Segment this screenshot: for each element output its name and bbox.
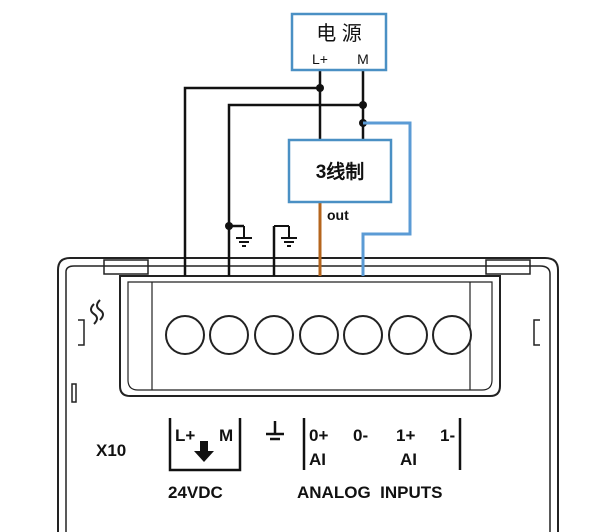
power-supply-box: 电 源 L+ M bbox=[290, 12, 388, 72]
screw-terminal bbox=[209, 315, 249, 355]
screw-terminal bbox=[299, 315, 339, 355]
junction-dot bbox=[316, 84, 324, 92]
screw-terminal bbox=[165, 315, 205, 355]
wire-lplus bbox=[183, 70, 322, 276]
sensor-output-label: out bbox=[327, 207, 349, 223]
junction-dot bbox=[359, 101, 367, 109]
label-board bbox=[168, 418, 462, 472]
terminal-label-lplus: L+ bbox=[175, 426, 195, 445]
power-supply-title: 电 源 bbox=[316, 22, 362, 45]
group-label-24vdc: 24VDC bbox=[168, 483, 223, 502]
ground-symbol-icon bbox=[266, 421, 284, 441]
sensor-title: 3线制 bbox=[316, 160, 365, 183]
terminal-label-1minus: 1- bbox=[440, 426, 455, 445]
terminal-label-m: M bbox=[219, 426, 233, 445]
connector-name: X10 bbox=[96, 441, 126, 460]
ai-label-1: AI bbox=[400, 450, 417, 469]
module-housing bbox=[57, 257, 559, 532]
screw-terminal bbox=[432, 315, 472, 355]
ground-icon bbox=[274, 225, 297, 247]
screw-terminal bbox=[388, 315, 428, 355]
group-label-analog-inputs: ANALOG INPUTS bbox=[297, 483, 442, 502]
junction-dot bbox=[225, 222, 233, 230]
sensor-box: 3线制 bbox=[287, 138, 393, 204]
terminal-label-0plus: 0+ bbox=[309, 426, 328, 445]
power-terminal-plus: L+ bbox=[312, 51, 328, 67]
power-terminal-minus: M bbox=[357, 51, 369, 67]
screw-terminal bbox=[254, 315, 294, 355]
screw-terminals bbox=[165, 315, 472, 355]
down-arrow-icon bbox=[194, 441, 214, 462]
latch-icon bbox=[90, 299, 104, 325]
wire-blue bbox=[361, 121, 412, 276]
ai-label-0: AI bbox=[309, 450, 326, 469]
ground-icon bbox=[236, 226, 252, 247]
terminal-label-1plus: 1+ bbox=[396, 426, 415, 445]
screw-terminal bbox=[343, 315, 383, 355]
terminal-label-0minus: 0- bbox=[353, 426, 368, 445]
